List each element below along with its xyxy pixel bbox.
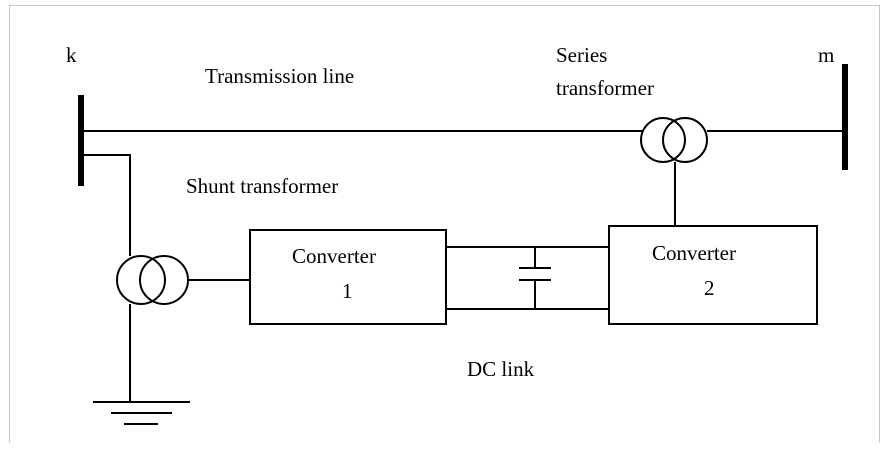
converter-2-label: Converter: [652, 241, 736, 265]
bus-k-label: k: [66, 43, 77, 67]
converter-1-label: Converter: [292, 244, 376, 268]
series-transformer-label-2: transformer: [556, 76, 654, 100]
bus-m-label: m: [818, 43, 834, 67]
series-transformer-label-1: Series: [556, 43, 607, 67]
diagram-frame: [9, 5, 880, 443]
converter-1-box: [249, 229, 447, 325]
converter-2-box: [608, 225, 818, 325]
transmission-line-label: Transmission line: [205, 64, 354, 88]
shunt-transformer-icon: [116, 255, 189, 305]
shunt-lead: [81, 154, 131, 256]
shunt-transformer-label: Shunt transformer: [186, 174, 338, 198]
converter-2-number: 2: [704, 276, 715, 300]
converter-1-number: 1: [342, 279, 353, 303]
capacitor-icon: [519, 247, 551, 309]
series-transformer-icon: [640, 117, 708, 163]
dc-link-label: DC link: [467, 357, 535, 381]
ground-icon: [93, 401, 190, 425]
